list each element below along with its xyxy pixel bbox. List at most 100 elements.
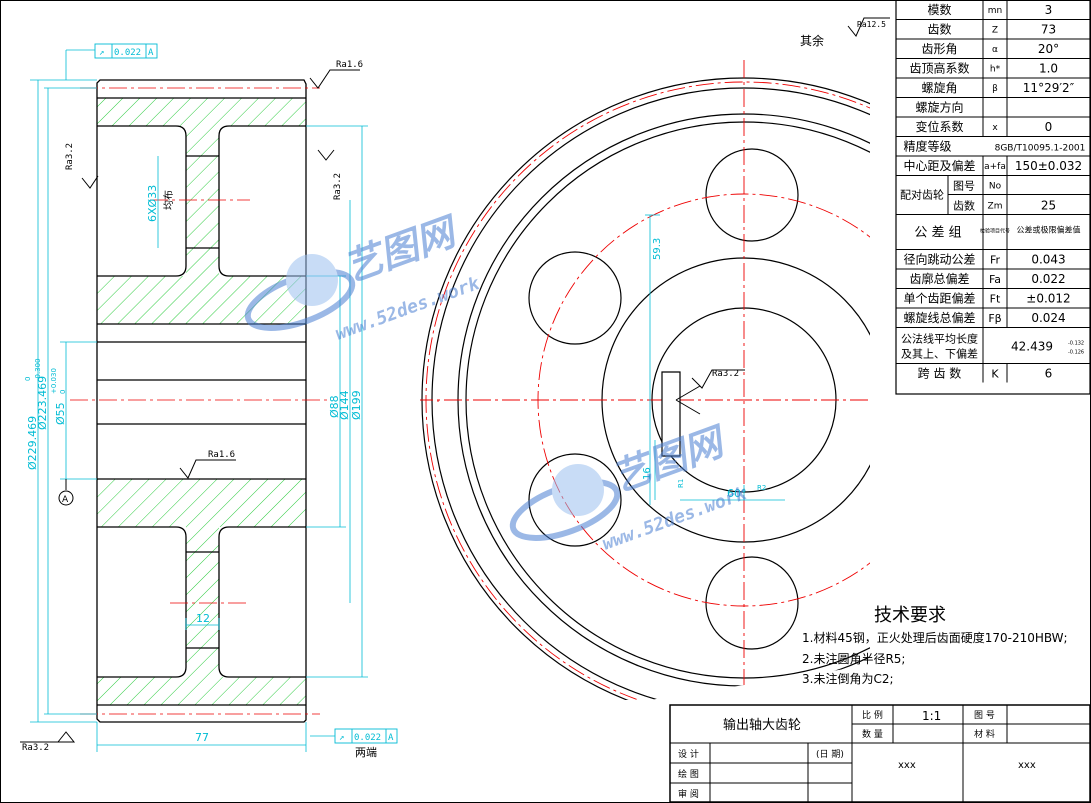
- param-symbol: h*: [990, 65, 1001, 75]
- hatch-top-web: [186, 126, 219, 276]
- param-symbol: 8GB/T10095.1-2001: [995, 144, 1086, 154]
- mating-row1-name: 图号: [953, 180, 975, 193]
- span-symbol: K: [991, 368, 999, 381]
- dim-hub: Ø88: [328, 395, 341, 418]
- dim-r2: R2: [757, 484, 766, 492]
- tol-frame2-symbol: ↗: [339, 733, 344, 743]
- tol-row-symbol: Fa: [989, 273, 1001, 286]
- param-value: 11°29′2″: [1023, 81, 1075, 95]
- review-label: 审 阅: [678, 788, 699, 800]
- tol-frame-symbol: ↗: [99, 48, 104, 58]
- hatch-bot-rim: [97, 677, 306, 705]
- dim-outer-upper: 0: [24, 377, 32, 381]
- tol-row-symbol: Ft: [990, 293, 1001, 306]
- param-value: 1.0: [1039, 62, 1058, 76]
- param-symbol: β: [992, 84, 998, 94]
- design-label: 设 计: [678, 748, 699, 760]
- common-normal-name1: 公法线平均长度: [901, 332, 978, 346]
- datum-a-label: A: [62, 495, 69, 505]
- dim-bore-upper: +0.030: [50, 368, 58, 394]
- param-symbol: α: [992, 45, 998, 55]
- holes-note: 均布: [163, 190, 175, 210]
- tech-req-item-1: 1.材料45钢，正火处理后齿面硬度170-210HBW;: [802, 630, 1068, 645]
- common-normal-name2: 及其上、下偏差: [901, 347, 978, 361]
- common-normal-lower: -0.126: [1068, 350, 1084, 356]
- tol-row-value: 0.024: [1031, 311, 1065, 325]
- common-normal-value: 42.439: [1011, 340, 1053, 354]
- dim-chamfer: 60°: [727, 487, 747, 500]
- hatch-top-rim: [97, 98, 306, 126]
- param-name: 精度等级: [903, 139, 951, 154]
- tol-frame-value: 0.022: [114, 48, 141, 58]
- dim-web: 12: [196, 612, 210, 625]
- mating-label: 配对齿轮: [900, 188, 944, 202]
- dim-bore-lower: 0: [59, 390, 67, 394]
- scale-value: 1:1: [922, 709, 941, 723]
- corner-roughness-label: 其余: [800, 33, 824, 48]
- hatch-bot-web: [186, 527, 219, 677]
- tol-row-name: 径向跳动公差: [903, 252, 975, 267]
- param-symbol: mn: [988, 6, 1002, 16]
- dim-mid: Ø223.469: [36, 376, 49, 430]
- drawing-no-label: 图 号: [974, 710, 995, 721]
- tol-row-value: 0.043: [1031, 253, 1065, 267]
- param-name: 模数: [927, 2, 951, 17]
- param-symbol: a+fa: [984, 162, 1006, 172]
- scale-label: 比 例: [862, 709, 883, 721]
- tech-req-item-3: 3.未注倒角为C2;: [802, 671, 894, 686]
- tech-requirements: 技术要求 1.材料45钢，正火处理后齿面硬度170-210HBW; 2.未注圆角…: [802, 605, 1068, 686]
- span-name: 跨 齿 数: [918, 366, 962, 381]
- tol-frame2-datum: A: [388, 733, 394, 743]
- param-name: 齿顶高系数: [909, 61, 969, 76]
- tol-row-name: 单个齿距偏差: [903, 291, 975, 306]
- hatch-bot-hub: [97, 479, 306, 527]
- material-label: 材 料: [974, 728, 995, 740]
- dim-key-height: 59.3: [652, 238, 663, 260]
- param-symbol: Z: [992, 26, 998, 36]
- param-value: 0: [1045, 120, 1053, 134]
- dim-root: Ø199: [350, 390, 363, 420]
- tol-row-symbol: Fr: [990, 254, 1001, 267]
- xxx-left: xxx: [898, 760, 916, 771]
- roughness-right-face: Ra3.2: [333, 173, 343, 200]
- tol-frame2-value: 0.022: [354, 733, 381, 743]
- mating-row2-name: 齿数: [953, 200, 975, 213]
- date-label: (日 期): [816, 749, 844, 760]
- param-name: 变位系数: [915, 119, 963, 134]
- param-symbol: x: [992, 123, 998, 133]
- qty-label: 数 量: [862, 728, 883, 740]
- tech-req-item-2: 2.未注圆角半径R5;: [802, 651, 905, 666]
- tol-row-name: 齿廓总偏差: [909, 271, 969, 286]
- mating-row2-val: 25: [1041, 199, 1056, 213]
- hatch-top-hub: [97, 276, 306, 324]
- param-name: 螺旋角: [921, 81, 957, 95]
- dim-holes: 6XØ33: [146, 185, 159, 222]
- bottom-note: 两端: [355, 746, 377, 759]
- keyway: [661, 371, 681, 457]
- param-name: 螺旋方向: [915, 100, 963, 115]
- mating-row2-sym: Zm: [988, 202, 1003, 212]
- dim-outer: Ø229.469: [26, 416, 39, 470]
- tol-row-value: ±0.012: [1026, 292, 1070, 306]
- param-name: 中心距及偏差: [903, 158, 975, 173]
- dim-width: 77: [195, 731, 209, 744]
- param-value: 20°: [1038, 42, 1059, 56]
- xxx-right: xxx: [1018, 760, 1036, 771]
- corner-roughness-value: Ra12.5: [857, 20, 886, 29]
- dim-key-width: 16: [642, 467, 653, 480]
- part-name: 输出轴大齿轮: [723, 717, 801, 733]
- tol-frame-datum: A: [148, 48, 154, 58]
- tech-req-title: 技术要求: [874, 605, 946, 626]
- dim-r1: R1: [677, 479, 685, 488]
- param-value: 3: [1045, 3, 1053, 17]
- dim-bore: Ø55: [54, 402, 67, 425]
- param-name: 齿形角: [921, 42, 957, 56]
- tol-group-label: 公 差 组: [914, 226, 961, 241]
- tol-row-name: 螺旋线总偏差: [903, 310, 975, 325]
- param-value: 150±0.032: [1015, 159, 1082, 173]
- roughness-left-face: Ra3.2: [65, 143, 75, 170]
- tol-group-col3: 公差或极限偏差值: [1017, 225, 1081, 235]
- section-view: Ra1.6 Ra3.2 Ra3.2 Ra1.6 Ra3.2 ↗ 0.022 A …: [20, 17, 890, 759]
